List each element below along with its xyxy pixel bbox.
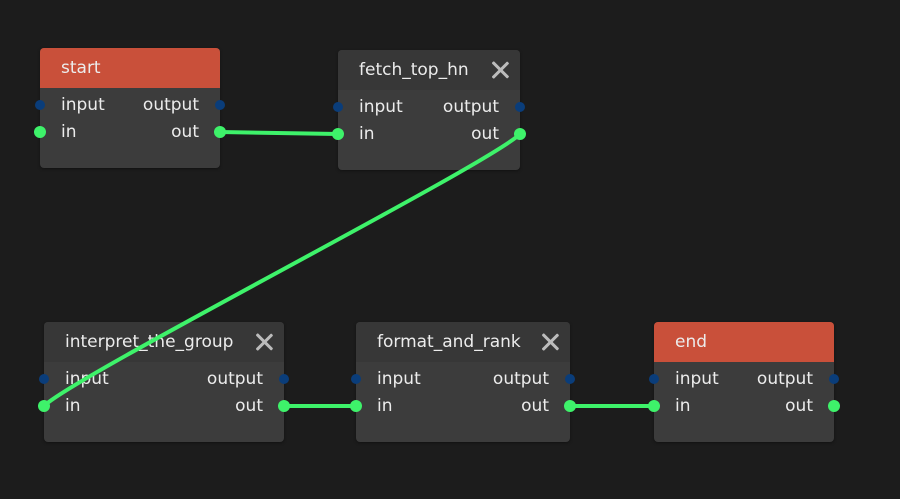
node-start[interactable]: start input output in out: [34, 48, 226, 168]
close-icon[interactable]: [539, 331, 561, 353]
port-input[interactable]: [649, 374, 659, 384]
port-label-output: output: [442, 97, 499, 117]
port-label-out: out: [521, 396, 549, 416]
node-header[interactable]: fetch_top_hn: [338, 50, 520, 90]
port-out[interactable]: [828, 400, 840, 412]
port-output[interactable]: [215, 100, 225, 110]
port-in[interactable]: [332, 128, 344, 140]
port-output[interactable]: [829, 374, 839, 384]
port-label-output: output: [142, 95, 199, 115]
port-label-out: out: [471, 124, 499, 144]
node-header[interactable]: start: [40, 48, 220, 88]
port-input[interactable]: [39, 374, 49, 384]
port-out[interactable]: [564, 400, 576, 412]
port-output[interactable]: [279, 374, 289, 384]
port-input[interactable]: [333, 102, 343, 112]
port-label-input: input: [377, 369, 421, 389]
close-icon[interactable]: [489, 59, 511, 81]
port-input[interactable]: [35, 100, 45, 110]
port-label-in: in: [675, 396, 691, 416]
port-in[interactable]: [38, 400, 50, 412]
port-label-out: out: [785, 396, 813, 416]
port-label-output: output: [206, 369, 263, 389]
node-title: start: [61, 58, 101, 78]
port-in[interactable]: [350, 400, 362, 412]
port-label-in: in: [65, 396, 81, 416]
port-label-input: input: [675, 369, 719, 389]
port-input[interactable]: [351, 374, 361, 384]
close-icon[interactable]: [253, 331, 275, 353]
node-end[interactable]: end input output in out: [648, 322, 840, 442]
port-output[interactable]: [565, 374, 575, 384]
node-title: interpret_the_group: [65, 332, 234, 352]
port-label-in: in: [61, 122, 77, 142]
port-in[interactable]: [34, 126, 46, 138]
port-label-input: input: [65, 369, 109, 389]
port-label-output: output: [756, 369, 813, 389]
port-label-input: input: [61, 95, 105, 115]
port-label-in: in: [359, 124, 375, 144]
port-output[interactable]: [515, 102, 525, 112]
port-label-output: output: [492, 369, 549, 389]
node-header[interactable]: interpret_the_group: [44, 322, 284, 362]
port-label-out: out: [235, 396, 263, 416]
node-title: end: [675, 332, 708, 352]
node-header[interactable]: end: [654, 322, 834, 362]
port-in[interactable]: [648, 400, 660, 412]
port-out[interactable]: [278, 400, 290, 412]
port-label-input: input: [359, 97, 403, 117]
node-header[interactable]: format_and_rank: [356, 322, 570, 362]
port-out[interactable]: [514, 128, 526, 140]
port-label-out: out: [171, 122, 199, 142]
port-out[interactable]: [214, 126, 226, 138]
node-title: fetch_top_hn: [359, 60, 469, 80]
node-title: format_and_rank: [377, 332, 521, 352]
port-label-in: in: [377, 396, 393, 416]
